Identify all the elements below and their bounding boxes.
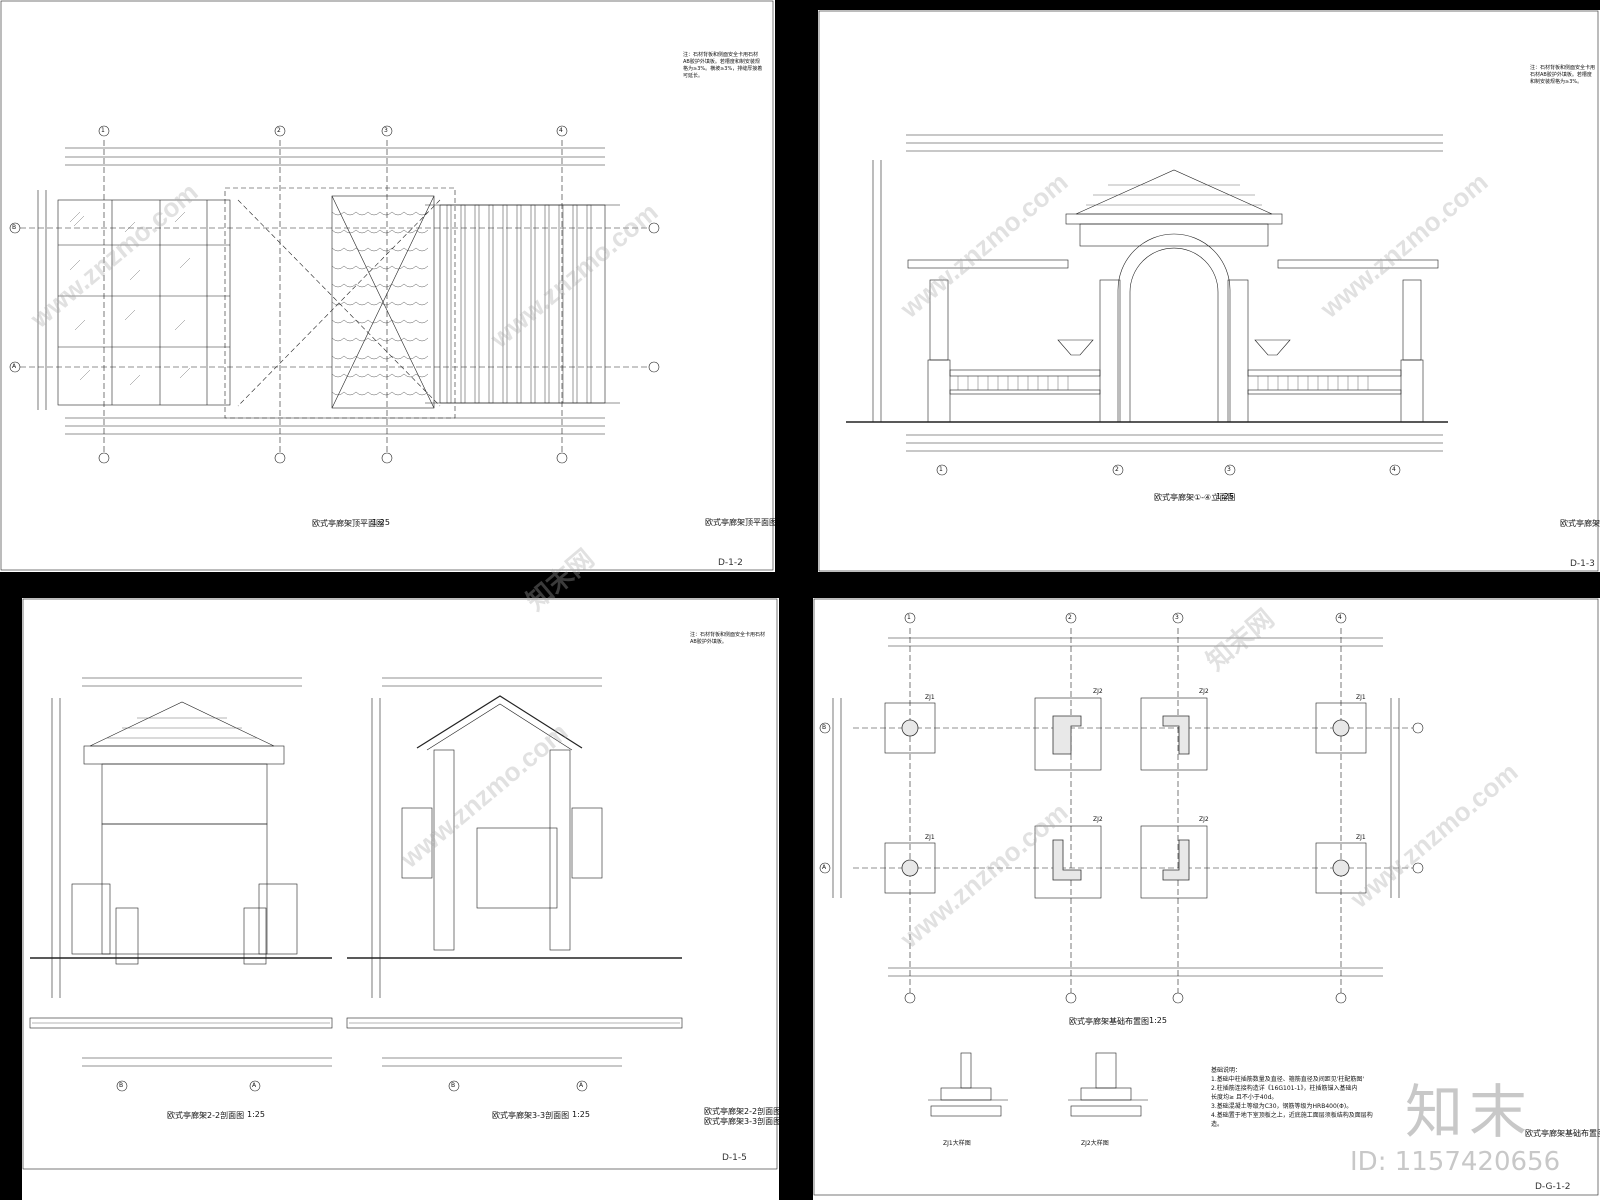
elevation-drawing [818, 10, 1599, 572]
sheet-sections: B A B A 注：石材背板和侧面安全卡用石材AB胶护外填板。 欧式亭廊架2-2… [22, 598, 779, 1200]
axis-label: 2 [1115, 466, 1119, 473]
drawing-note: 注：石材背板和侧面安全卡用石材AB胶护外填板。若槽度和制安装规格为≥3%。 [1530, 65, 1596, 85]
row-label: A [822, 864, 827, 871]
roof-plan-drawing [0, 0, 774, 571]
footing-label: ZJ2 [1199, 816, 1209, 823]
drawing-note: 注：石材背板和侧面安全卡用石材AB胶护外填板。若槽度和制安装规格为≥3%。横坡≥… [683, 52, 763, 79]
drawing-scale: 1:25 [372, 518, 390, 527]
side-title: 欧式亭廊架顶平面图 [705, 518, 775, 527]
axis-label: 1 [907, 614, 911, 621]
side-title: 欧式亭廊架 [1560, 519, 1600, 528]
footing-label: ZJ2 [1199, 688, 1209, 695]
footing-label: ZJ2 [1093, 816, 1103, 823]
drawing-scale: 1:25 [1149, 1016, 1167, 1025]
side-title: 欧式亭廊架2-2剖面图 [704, 1107, 779, 1116]
axis-label: 3 [1227, 466, 1231, 473]
footing-label: ZJ1 [1356, 694, 1366, 701]
sheet-elevation: 1 2 3 4 注：石材背板和侧面安全卡用石材AB胶护外填板。若槽度和制安装规格… [818, 10, 1600, 572]
drawing-note: 注：石材背板和侧面安全卡用石材AB胶护外填板。 [690, 632, 766, 645]
sheet-code: D-1-3 [1570, 559, 1595, 569]
sections-drawing [22, 598, 778, 1170]
detail-title: ZJ1大样图 [943, 1140, 971, 1147]
foundation-drawing [813, 598, 1599, 1196]
axis-label: 4 [559, 127, 563, 134]
drawing-title: 欧式亭廊架基础布置图 [1069, 1017, 1149, 1026]
sheet-code: D-1-2 [718, 558, 743, 568]
axis-label: 2 [277, 127, 281, 134]
drawing-title: 欧式亭廊架顶平面图 [312, 519, 384, 528]
sheet-code: D-1-5 [722, 1153, 747, 1163]
sheet-code: D-G-1-2 [1535, 1182, 1571, 1192]
footing-label: ZJ1 [925, 694, 935, 701]
axis-label: 1 [939, 466, 943, 473]
row-label: B [822, 724, 827, 731]
drawing-title: 欧式亭廊架①-④立面图 [1154, 493, 1236, 502]
note-line: 长度均≥ 且不小于40d。 [1211, 1094, 1278, 1101]
foundation-notes: 基础说明： 1.基础中柱插筋数量及直径、箍筋直径及间距见'柱配筋图' 2.柱插筋… [1211, 1066, 1381, 1129]
side-title: 欧式亭廊架基础布置图 [1525, 1129, 1600, 1138]
axis-label: B [451, 1082, 456, 1089]
side-title: 欧式亭廊架3-3剖面图 [704, 1117, 779, 1126]
axis-label: A [252, 1082, 257, 1089]
brand-logo: 知末 [1405, 1078, 1534, 1146]
row-label: B [12, 224, 17, 231]
drawing-scale: 1:25 [247, 1110, 265, 1119]
footing-label: ZJ2 [1093, 688, 1103, 695]
drawing-scale: 1:25 [572, 1110, 590, 1119]
drawing-scale: 1:25 [1216, 492, 1234, 501]
notes-title: 基础说明： [1211, 1067, 1242, 1074]
axis-label: 4 [1392, 466, 1396, 473]
footing-label: ZJ1 [925, 834, 935, 841]
note-line: 3.基础混凝土等级为C30，钢筋等级为HRB400(Φ)。 [1211, 1103, 1353, 1110]
row-label: A [12, 363, 17, 370]
axis-label: B [119, 1082, 124, 1089]
footing-label: ZJ1 [1356, 834, 1366, 841]
axis-label: 3 [384, 127, 388, 134]
axis-label: A [579, 1082, 584, 1089]
axis-label: 3 [1175, 614, 1179, 621]
image-id: ID: 1157420656 [1350, 1147, 1561, 1177]
note-line: 4.基础置于地下室顶板之上，近底施工面层须板结构及面层构造。 [1211, 1112, 1373, 1128]
sheet-foundation: 1 2 3 4 B A ZJ1 ZJ2 ZJ2 ZJ1 ZJ1 ZJ2 ZJ2 … [813, 598, 1600, 1200]
drawing-title: 欧式亭廊架3-3剖面图 [492, 1111, 570, 1120]
axis-label: 2 [1068, 614, 1072, 621]
sheet-roof-plan: 1 2 3 4 B A 注：石材背板和侧面安全卡用石材AB胶护外填板。若槽度和制… [0, 0, 775, 572]
note-line: 1.基础中柱插筋数量及直径、箍筋直径及间距见'柱配筋图' [1211, 1076, 1365, 1083]
axis-label: 4 [1338, 614, 1342, 621]
detail-title: ZJ2大样图 [1081, 1140, 1109, 1147]
drawing-title: 欧式亭廊架2-2剖面图 [167, 1111, 245, 1120]
note-line: 2.柱插筋连接构造详《16G101-1》，柱插筋锚入基础内 [1211, 1085, 1358, 1092]
axis-label: 1 [101, 127, 105, 134]
